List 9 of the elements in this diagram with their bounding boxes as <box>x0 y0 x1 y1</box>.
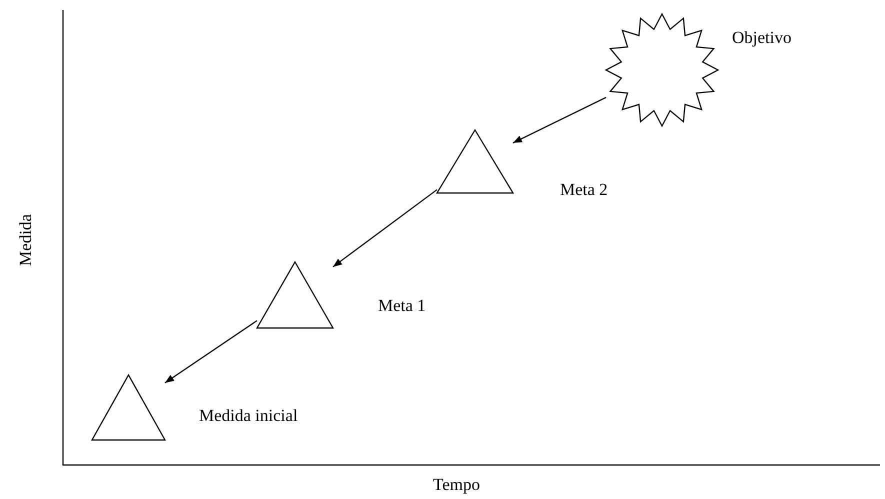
arrow <box>164 320 258 384</box>
arrow <box>332 189 438 268</box>
shape-label: Objetivo <box>732 28 792 48</box>
shape-label: Medida inicial <box>199 406 298 426</box>
shape-label: Meta 2 <box>560 180 608 200</box>
axis-title: Medida <box>16 214 36 266</box>
shape-label: Meta 1 <box>378 296 426 316</box>
axis-title: Tempo <box>433 475 480 495</box>
arrow <box>512 96 606 144</box>
